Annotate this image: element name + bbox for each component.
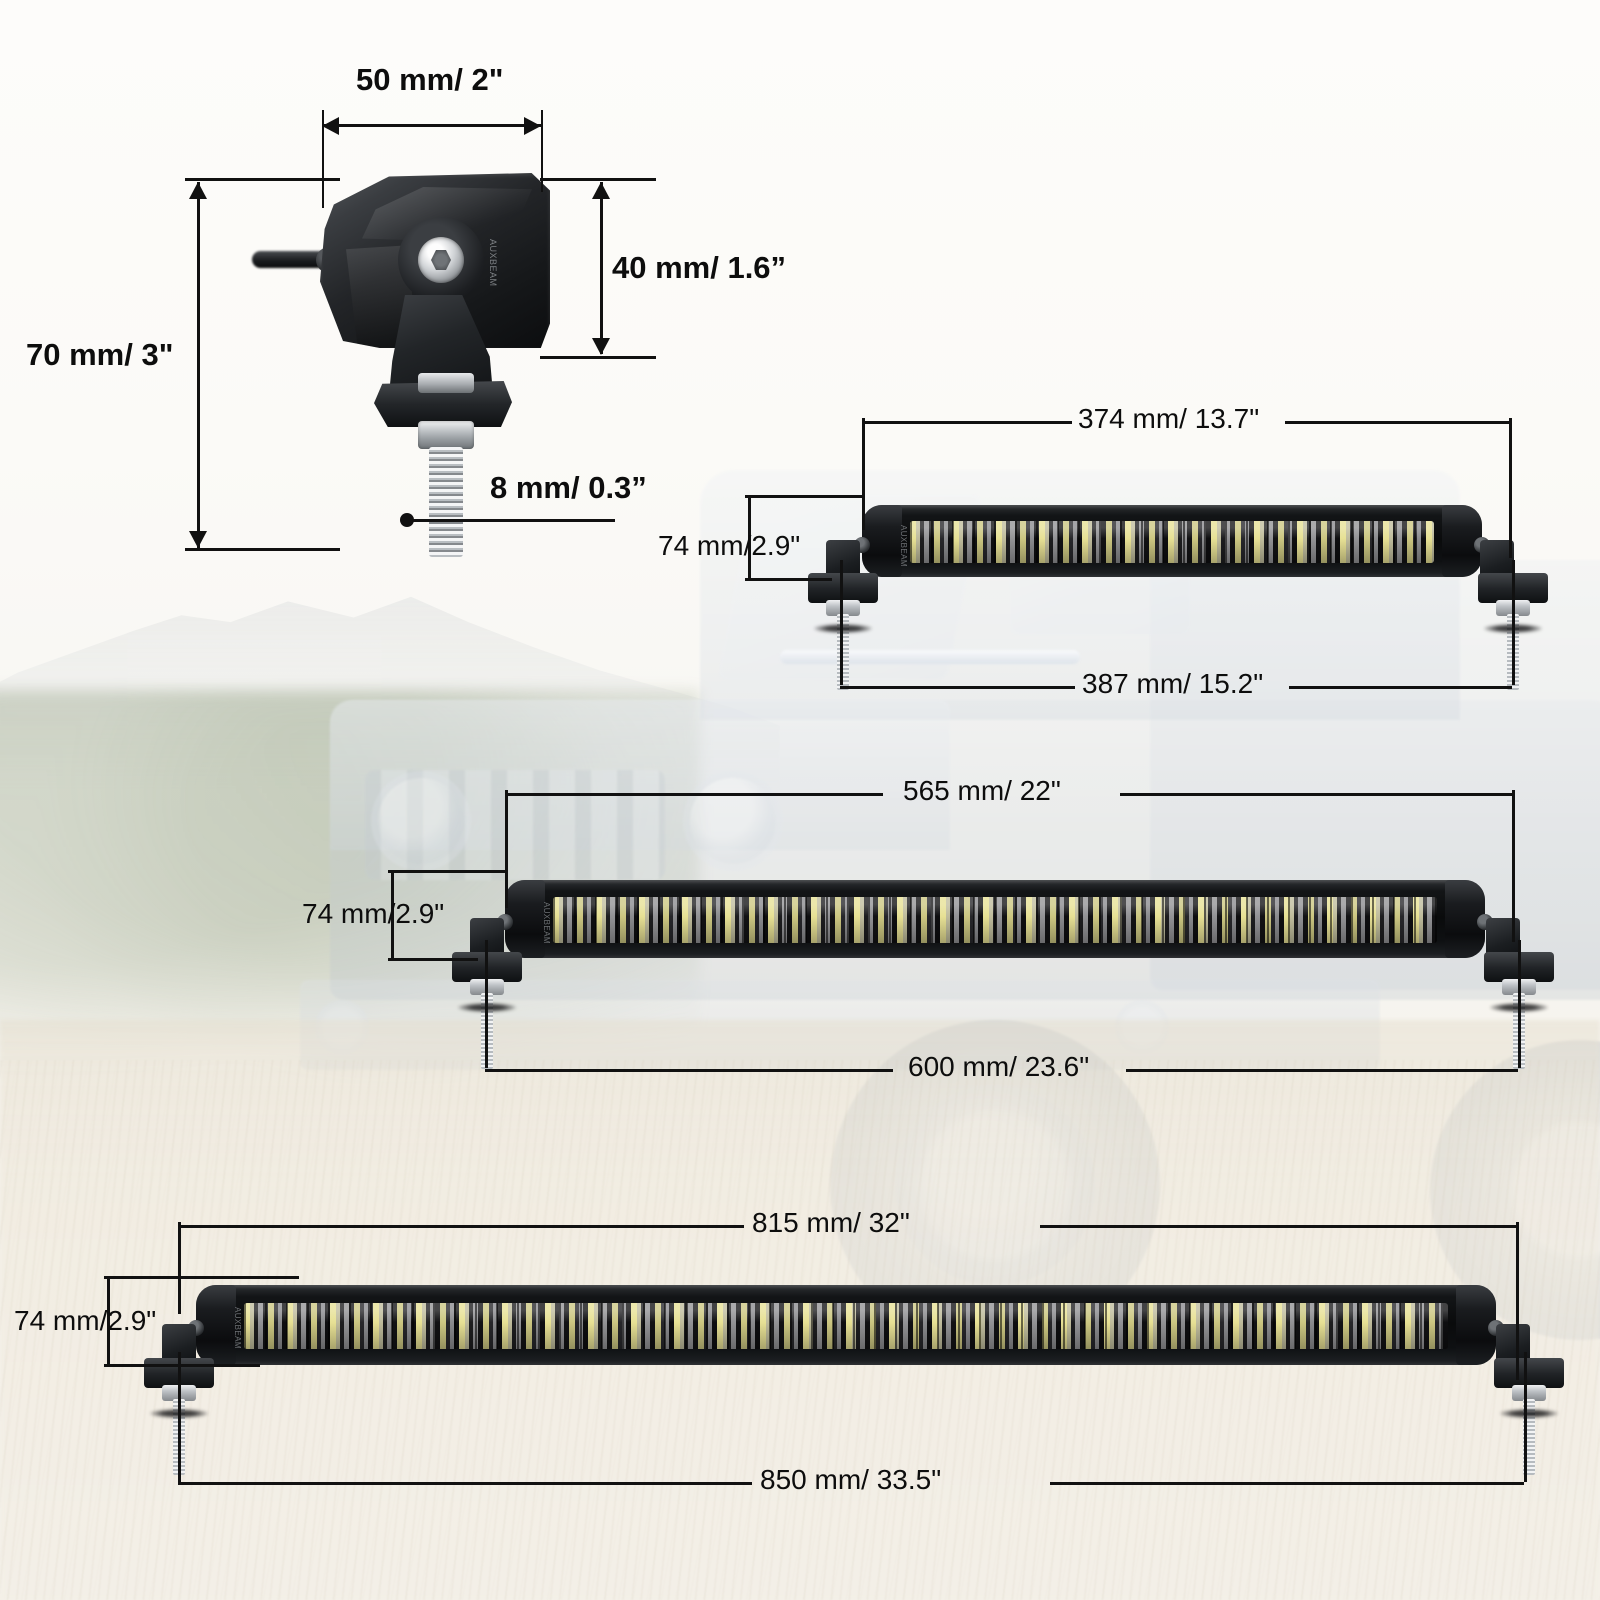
pod-depth-ext-top	[540, 178, 656, 181]
bar32-top-ext-right	[1516, 1222, 1519, 1380]
bar22-bottom-ext-right	[1518, 940, 1521, 1068]
bar22-height-dim-line	[391, 870, 394, 958]
bar32-bottom-ext-left	[178, 1352, 181, 1482]
bar32-height-label: 74 mm/2.9"	[14, 1305, 157, 1336]
bar22-brand-text: AUXBEAM	[542, 902, 551, 944]
jeep-wheel-rim-front	[895, 1085, 1095, 1285]
pod-lock-nut	[418, 421, 474, 449]
bar32-top-ext-left	[178, 1222, 181, 1314]
bar14-mount-nut-left	[826, 600, 860, 616]
bar32-brand-text: AUXBEAM	[233, 1307, 242, 1349]
jeep-bumper	[300, 980, 1380, 1070]
jeep-headlight-right	[690, 778, 776, 864]
bar32-lens	[244, 1303, 1448, 1349]
bar32-height-dim-line	[107, 1276, 110, 1364]
pod-width-arrow-left	[322, 117, 339, 135]
jeep-grille	[365, 770, 665, 880]
bar14-top-dim-line-b	[1285, 421, 1509, 424]
bar22-bottom-label: 600 mm/ 23.6"	[908, 1051, 1090, 1082]
bar32-mount-foot-right	[1494, 1358, 1564, 1388]
pod-width-dim-line	[322, 124, 541, 127]
bar32-mount-nut-right	[1512, 1385, 1546, 1401]
light-bar-32-product: AUXBEAM	[188, 1285, 1504, 1365]
bar14-top-ext-left	[862, 418, 865, 530]
pod-height-ext-top	[185, 178, 340, 181]
bar14-lens-reflection	[910, 521, 1434, 563]
bar14-height-dim-line	[748, 495, 751, 578]
pod-depth-dim-line	[600, 182, 603, 354]
bar32-bottom-dim-line-b	[1050, 1482, 1524, 1485]
bar32-lens-reflection	[244, 1303, 1448, 1349]
bar22-top-ext-left	[505, 790, 508, 908]
bar22-bottom-dim-line-b	[1126, 1069, 1518, 1072]
bar22-lens-reflection	[553, 897, 1437, 943]
bar14-top-dim-line-a	[862, 421, 1072, 424]
bar14-top-ext-right	[1509, 418, 1512, 558]
bar32-height-ext-bottom	[104, 1364, 260, 1367]
pod-depth-arrow-down	[592, 338, 610, 355]
bar14-brand-text: AUXBEAM	[899, 525, 908, 567]
bar22-height-ext-bottom	[388, 958, 478, 961]
bar32-bottom-dim-line-a	[178, 1482, 752, 1485]
bar14-mount-shadow-left	[814, 624, 872, 633]
pod-depth-ext-bottom	[540, 356, 656, 359]
bar32-bottom-label: 850 mm/ 33.5"	[760, 1464, 942, 1495]
bar32-top-dim-line-b	[1040, 1225, 1516, 1228]
pod-clamp-screw	[418, 373, 474, 393]
bar14-bottom-dim-line-b	[1289, 686, 1512, 689]
jeep-hood	[330, 700, 950, 850]
bar22-top-ext-right	[1512, 790, 1515, 942]
pod-pivot-hex	[431, 250, 451, 270]
jeep-fog-light-left	[315, 1000, 369, 1054]
bar14-bottom-label: 387 mm/ 15.2"	[1082, 668, 1264, 699]
light-bar-22-product: AUXBEAM	[497, 880, 1493, 958]
pod-width-arrow-right	[524, 117, 541, 135]
bar22-top-dim-line-b	[1120, 793, 1512, 796]
pod-depth-arrow-up	[592, 182, 610, 199]
pod-brand-text: AUXBEAM	[442, 239, 498, 287]
bar32-top-label: 815 mm/ 32"	[752, 1207, 910, 1238]
bar14-bottom-ext-right	[1512, 560, 1515, 685]
pod-height-label: 70 mm/ 3"	[26, 337, 174, 372]
bar32-top-dim-line-a	[178, 1225, 744, 1228]
pod-stud-leader-line	[410, 519, 615, 522]
bar14-height-label: 74 mm/2.9"	[658, 530, 801, 561]
bar14-bottom-dim-line-a	[840, 686, 1075, 689]
bar14-height-ext-top	[745, 495, 862, 498]
bar32-bottom-ext-right	[1524, 1352, 1527, 1482]
bar32-mount-shadow-right	[1500, 1409, 1558, 1418]
pod-height-dim-line	[197, 182, 200, 548]
jeep-fog-light-right	[1115, 1000, 1169, 1054]
pod-width-ext-left	[322, 110, 324, 208]
pod-power-cable	[252, 251, 330, 268]
bar22-height-label: 74 mm/2.9"	[302, 898, 445, 929]
bar22-height-ext-top	[388, 870, 505, 873]
pod-height-ext-bottom	[185, 548, 340, 551]
pod-depth-label: 40 mm/ 1.6”	[612, 250, 787, 285]
bar32-height-ext-top	[104, 1276, 299, 1279]
background-mountain	[0, 596, 780, 790]
bar22-lens	[553, 897, 1437, 943]
pod-threaded-stud	[429, 447, 463, 557]
pod-height-arrow-down	[189, 531, 207, 548]
bar14-height-ext-bottom	[745, 578, 832, 581]
pod-width-ext-right	[541, 110, 543, 192]
bar22-top-label: 565 mm/ 22"	[903, 775, 1061, 806]
jeep-headlight-left	[378, 778, 464, 864]
light-bar-14-product: AUXBEAM	[854, 505, 1490, 577]
bar14-lens	[910, 521, 1434, 563]
pod-height-arrow-up	[189, 182, 207, 199]
pod-stud-label: 8 mm/ 0.3”	[490, 470, 647, 505]
mounting-pod-product: AUXBEAM	[252, 165, 570, 565]
pod-stud-leader-dot	[400, 513, 414, 527]
pod-width-label: 50 mm/ 2"	[356, 62, 504, 97]
jeep-roof-light-bar	[780, 650, 1080, 664]
bar22-bottom-dim-line-a	[485, 1069, 893, 1072]
bar22-top-dim-line-a	[505, 793, 883, 796]
bar14-top-label: 374 mm/ 13.7"	[1078, 403, 1260, 434]
bar14-bottom-ext-left	[840, 560, 843, 685]
bar22-bottom-ext-left	[485, 940, 488, 1068]
